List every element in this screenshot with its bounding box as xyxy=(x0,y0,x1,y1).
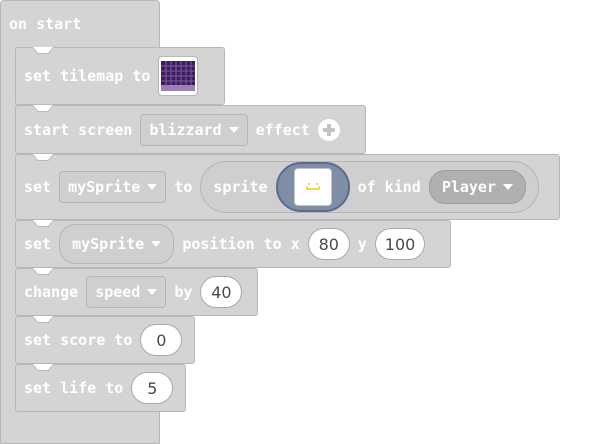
block-notch xyxy=(32,154,54,161)
effect-dropdown-value: blizzard xyxy=(149,120,222,139)
set-life-block[interactable]: set life to 5 xyxy=(15,364,186,412)
set-score-label: set score to xyxy=(24,331,133,349)
set-position-block[interactable]: set mySprite position to x 80 y 100 xyxy=(15,220,451,268)
set-tilemap-block[interactable]: set tilemap to xyxy=(15,47,225,105)
set-label: set xyxy=(24,235,52,253)
kind-dropdown-value: Player xyxy=(441,178,496,196)
on-start-label: on start xyxy=(9,15,82,33)
sprite-variable-dropdown[interactable]: mySprite xyxy=(59,171,167,203)
block-notch xyxy=(32,220,54,227)
block-notch xyxy=(32,47,54,54)
tilemap-icon xyxy=(161,61,196,91)
speed-variable-dropdown[interactable]: speed xyxy=(86,276,167,308)
plus-circle-icon[interactable] xyxy=(317,118,340,141)
score-input[interactable]: 0 xyxy=(140,324,183,356)
by-label: by xyxy=(174,283,193,301)
position-sprite-value: mySprite xyxy=(72,235,145,253)
sprite-label: sprite xyxy=(213,178,268,196)
change-by-input[interactable]: 40 xyxy=(200,276,243,308)
set-score-block[interactable]: set score to 0 xyxy=(15,316,195,364)
sprite-of-kind-reporter[interactable]: sprite of kind Player xyxy=(200,161,539,213)
set-label: set xyxy=(24,178,52,196)
sprite-face-icon xyxy=(305,183,320,190)
change-speed-block[interactable]: change speed by 40 xyxy=(15,268,258,316)
block-notch xyxy=(32,364,54,371)
block-notch xyxy=(32,268,54,275)
chevron-down-icon xyxy=(228,126,239,133)
tilemap-thumbnail[interactable] xyxy=(158,56,199,96)
block-notch xyxy=(32,316,54,323)
life-input[interactable]: 5 xyxy=(131,372,174,404)
y-input[interactable]: 100 xyxy=(374,228,426,260)
position-to-x-label: position to x xyxy=(182,235,300,253)
x-input[interactable]: 80 xyxy=(307,228,350,260)
set-tilemap-label: set tilemap to xyxy=(24,67,151,85)
change-label: change xyxy=(24,283,79,301)
y-label: y xyxy=(357,235,367,253)
speed-variable-value: speed xyxy=(95,283,141,301)
chevron-down-icon xyxy=(147,184,158,190)
sprite-variable-value: mySprite xyxy=(68,178,141,196)
of-kind-label: of kind xyxy=(357,178,421,196)
chevron-down-icon xyxy=(503,184,513,190)
effect-label: effect xyxy=(255,120,310,139)
set-sprite-block[interactable]: set mySprite to sprite of kind xyxy=(15,154,560,220)
start-screen-label: start screen xyxy=(24,120,133,139)
kind-dropdown[interactable]: Player xyxy=(428,170,526,204)
sprite-image-slot[interactable] xyxy=(275,162,350,212)
chevron-down-icon xyxy=(147,289,158,295)
sprite-image[interactable] xyxy=(293,168,332,206)
effect-dropdown[interactable]: blizzard xyxy=(140,113,248,146)
position-sprite-dropdown[interactable]: mySprite xyxy=(59,224,175,264)
chevron-down-icon xyxy=(151,241,162,247)
set-life-label: set life to xyxy=(24,379,124,397)
start-screen-effect-block[interactable]: start screen blizzard effect xyxy=(15,105,366,154)
to-label: to xyxy=(174,178,193,196)
block-notch xyxy=(32,105,54,112)
